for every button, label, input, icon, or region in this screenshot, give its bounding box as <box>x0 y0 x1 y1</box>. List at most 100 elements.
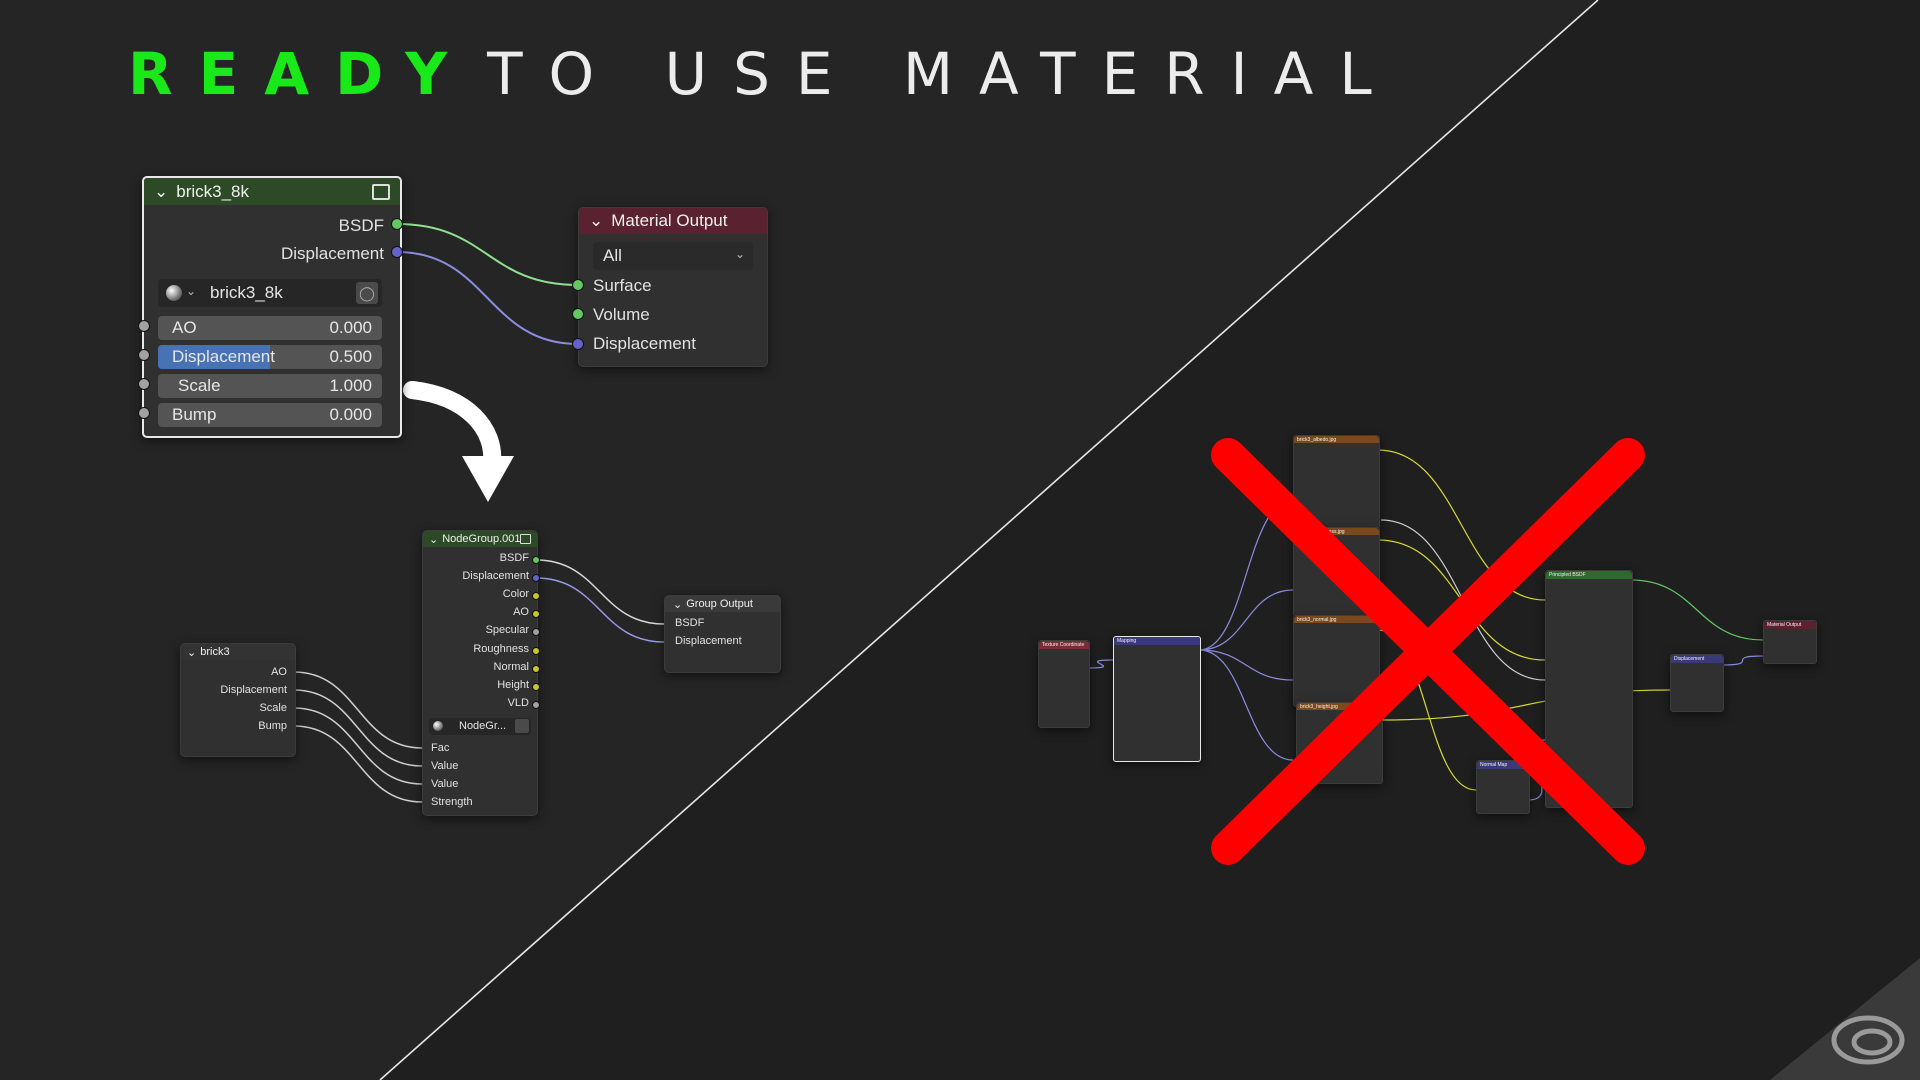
socket-scale-in[interactable] <box>138 378 150 390</box>
group-output-displacement: Displacement <box>675 635 742 647</box>
nodegroup-output-socket[interactable] <box>532 574 540 583</box>
bump-field[interactable]: Bump 0.000 <box>158 403 382 427</box>
image-texture-title-4: brick3_height.jpg <box>1300 703 1338 710</box>
nodegroup-datablock-selector[interactable]: NodeGr... <box>429 718 531 735</box>
brick-node-title: brick3_8k <box>176 181 250 201</box>
scale-field-value: 1.000 <box>329 376 372 395</box>
output-bsdf-label: BSDF <box>338 216 384 235</box>
image-texture-header-4: brick3_height.jpg <box>1297 703 1382 710</box>
dropdown-arrow-icon: ⌄ <box>734 247 745 261</box>
texture-coordinate-node[interactable]: Texture Coordinate <box>1038 640 1090 728</box>
wire-small-scale <box>293 707 423 785</box>
socket-bsdf-out[interactable] <box>391 218 403 230</box>
socket-volume-in[interactable] <box>572 308 584 320</box>
normal-map-node[interactable]: Normal Map <box>1476 760 1530 814</box>
wire-small-ao <box>293 671 423 749</box>
fake-user-shield-icon[interactable] <box>515 719 529 733</box>
group-input-displacement: Displacement <box>220 684 287 696</box>
material-ball-icon <box>166 285 182 301</box>
image-texture-title-1: brick3_albedo.jpg <box>1297 436 1337 443</box>
normal-map-title: Normal Map <box>1480 762 1508 768</box>
nodegroup-output-socket[interactable] <box>532 592 540 601</box>
nodegroup-output-label: AO <box>513 606 529 619</box>
group-input-scale: Scale <box>259 702 287 714</box>
fake-user-shield-icon[interactable]: ◯ <box>356 282 378 304</box>
small-material-output-node[interactable]: Material Output <box>1763 620 1817 664</box>
displacement-fill <box>158 345 270 369</box>
socket-ao-in[interactable] <box>138 320 150 332</box>
scale-field[interactable]: Scale 1.000 <box>158 374 382 398</box>
displacement-header: Displacement <box>1671 655 1723 663</box>
socket-displacement-in[interactable] <box>138 349 150 361</box>
wire-displacement-output <box>1721 655 1764 666</box>
principled-bsdf-title: Principled BSDF <box>1549 572 1586 578</box>
material-ball-icon <box>433 721 443 731</box>
input-surface-label: Surface <box>593 276 652 295</box>
socket-displacement-in[interactable] <box>572 338 584 350</box>
nodegroup-output-socket[interactable] <box>532 556 540 564</box>
displacement-title: Displacement <box>1674 656 1705 662</box>
collapse-chevron-icon[interactable]: ⌄ <box>673 598 683 611</box>
displacement-node[interactable]: Displacement <box>1670 654 1724 712</box>
wire-tex-mapping <box>1087 659 1114 669</box>
wire-small-bsdf <box>535 559 665 625</box>
wire-small-displacement <box>535 577 665 643</box>
collapse-chevron-icon[interactable]: ⌄ <box>187 646 197 659</box>
headline-rest: TO USE MATERIAL <box>487 40 1398 108</box>
output-target-dropdown[interactable]: All ⌄ <box>593 242 753 270</box>
wire-mapping-image-2 <box>1198 649 1294 681</box>
nodegroup-output-socket[interactable] <box>532 610 540 619</box>
nodegroup-input-strength: Strength <box>431 796 473 808</box>
displacement-field[interactable]: Displacement 0.500 <box>158 345 382 369</box>
wire-albedo <box>1377 449 1546 601</box>
group-output-node[interactable]: ⌄ Group Output BSDF Displacement <box>664 595 781 673</box>
mapping-node[interactable]: Mapping <box>1113 636 1201 762</box>
socket-displacement-out[interactable] <box>391 246 403 258</box>
nodegroup-output-label: Specular <box>485 624 529 637</box>
material-output-node[interactable]: ⌄ Material Output All ⌄ Surface Volume D… <box>578 207 768 367</box>
wire-displacement <box>396 251 579 345</box>
nodegroup-output-socket[interactable] <box>532 646 540 655</box>
nodegroup-output-socket[interactable] <box>532 700 540 709</box>
wire-small-displacement-in <box>293 689 423 767</box>
socket-bump-in[interactable] <box>138 407 150 419</box>
wire-mapping-image-3 <box>1198 649 1294 761</box>
nodegroup-input-value-1: Value <box>431 760 459 772</box>
group-output-header[interactable]: ⌄ Group Output <box>665 596 780 612</box>
datablock-selector[interactable]: ⌄ brick3_8k ◯ <box>158 279 382 307</box>
bump-field-label: Bump <box>172 405 217 424</box>
headline-ready: READY <box>128 40 474 108</box>
collapse-chevron-icon[interactable]: ⌄ <box>589 211 604 230</box>
material-output-header[interactable]: ⌄ Material Output <box>579 208 767 234</box>
nodegroup-output-label: Normal <box>493 660 529 673</box>
nodegroup-output-label: Height <box>497 678 529 691</box>
wire-principled-output <box>1630 579 1764 641</box>
nodegroup-output-socket[interactable] <box>532 664 540 673</box>
collapse-chevron-icon[interactable]: ⌄ <box>429 533 439 546</box>
socket-surface-in[interactable] <box>572 279 584 291</box>
ao-field[interactable]: AO 0.000 <box>158 316 382 340</box>
nodegroup-output-socket[interactable] <box>532 682 540 691</box>
wire-small-bump <box>293 725 423 803</box>
nodegroup-output-label: BSDF <box>499 552 529 564</box>
bump-field-value: 0.000 <box>329 405 372 424</box>
nodegroup-input-fac: Fac <box>431 742 450 754</box>
wire-bsdf-surface <box>396 223 579 286</box>
nodegroup-output-socket[interactable] <box>532 628 540 637</box>
brick-node-header[interactable]: ⌄ brick3_8k <box>144 178 400 205</box>
image-texture-title-3: brick3_normal.jpg <box>1297 616 1337 623</box>
nodegroup-output-label: Roughness <box>473 642 529 655</box>
brick-group-node[interactable]: ⌄ brick3_8k BSDF Displacement ⌄ brick3_8… <box>142 176 402 438</box>
right-panel-background <box>380 0 1920 1080</box>
image-texture-header-1: brick3_albedo.jpg <box>1294 436 1379 443</box>
collapse-chevron-icon[interactable]: ⌄ <box>154 181 169 201</box>
nodegroup-output-label: Color <box>502 588 529 601</box>
nodegroup-header[interactable]: ⌄ NodeGroup.001 <box>423 531 537 547</box>
group-input-header[interactable]: ⌄ brick3 <box>181 644 295 660</box>
group-input-node[interactable]: ⌄ brick3 AO Displacement Scale Bump <box>180 643 296 757</box>
group-output-bsdf: BSDF <box>675 617 705 629</box>
image-texture-header-3: brick3_normal.jpg <box>1294 616 1379 623</box>
